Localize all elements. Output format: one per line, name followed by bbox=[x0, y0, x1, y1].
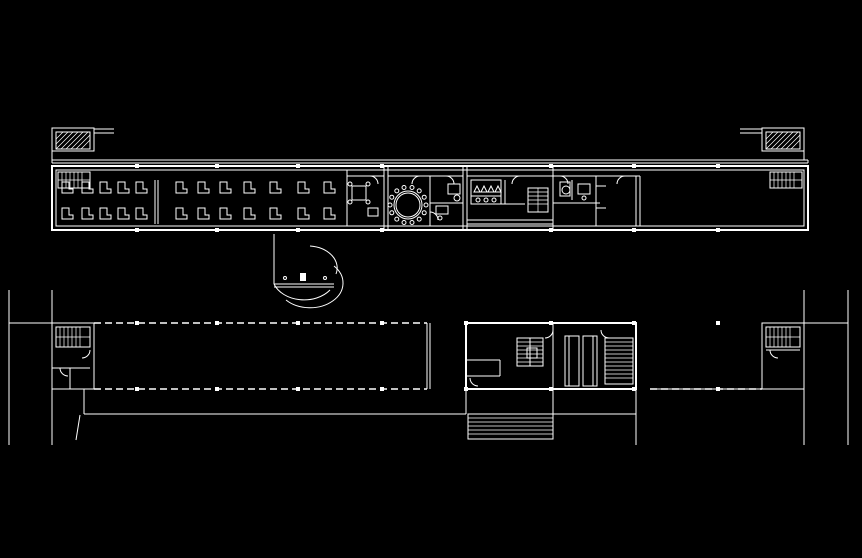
ground-core-left bbox=[51, 322, 95, 390]
ground-hall-outline bbox=[93, 322, 763, 390]
workstation-desk bbox=[81, 207, 94, 220]
conference-table bbox=[393, 190, 423, 220]
rooftop-unit-right-hatch bbox=[765, 131, 801, 150]
workstation-desk bbox=[117, 207, 130, 220]
detail-callout bbox=[273, 234, 344, 309]
workstation-desk bbox=[219, 181, 232, 194]
workstation-desk bbox=[61, 181, 74, 194]
restroom-fixtures bbox=[470, 179, 525, 205]
workstation-desk bbox=[175, 207, 188, 220]
conference-chair bbox=[423, 202, 429, 208]
conference-chair bbox=[394, 216, 400, 222]
office-desk-east bbox=[435, 183, 461, 221]
conference-chair bbox=[421, 194, 427, 200]
upper-stair-left bbox=[57, 171, 91, 189]
rooftop-unit-left bbox=[51, 127, 114, 160]
upper-stair-center bbox=[527, 187, 549, 213]
conference-chair bbox=[416, 188, 422, 194]
ground-elevator-shafts bbox=[564, 335, 598, 387]
conference-chair bbox=[389, 210, 395, 216]
workstation-desk bbox=[117, 181, 130, 194]
workstation-desk bbox=[99, 207, 112, 220]
workstation-desk bbox=[269, 181, 282, 194]
ground-central-block bbox=[465, 322, 637, 390]
rooftop-unit-left-hatch bbox=[55, 131, 91, 150]
site-boundary bbox=[8, 290, 849, 445]
conference-chair bbox=[409, 220, 415, 225]
workstation-desk bbox=[297, 181, 310, 194]
workstation-desk bbox=[243, 181, 256, 194]
conference-chair bbox=[401, 220, 407, 225]
workstation-desk bbox=[175, 181, 188, 194]
upper-columns bbox=[135, 164, 720, 232]
open-office-workstations bbox=[61, 181, 336, 220]
ground-podium bbox=[75, 388, 804, 445]
ground-core-right bbox=[761, 322, 805, 390]
meeting-room-table bbox=[347, 181, 379, 217]
conference-chairs bbox=[387, 185, 429, 225]
workstation-desk bbox=[99, 181, 112, 194]
ground-stair-east bbox=[604, 337, 634, 385]
workstation-desk bbox=[197, 207, 210, 220]
upper-stair-right bbox=[769, 171, 803, 189]
office-east-furniture bbox=[559, 176, 641, 226]
ground-door-swings bbox=[469, 329, 610, 387]
conference-chair bbox=[389, 194, 395, 200]
workstation-desk bbox=[323, 207, 336, 220]
workstation-desk bbox=[61, 207, 74, 220]
ground-floor-plan bbox=[8, 290, 849, 445]
conference-chair bbox=[401, 185, 407, 190]
workstation-desk bbox=[135, 207, 148, 220]
rooftop-unit-right bbox=[740, 127, 805, 160]
conference-chair bbox=[421, 210, 427, 216]
conference-chair bbox=[416, 216, 422, 222]
upper-floor-plan bbox=[51, 127, 809, 232]
upper-door-swings bbox=[369, 175, 626, 221]
conference-chair bbox=[394, 188, 400, 194]
entrance-steps bbox=[465, 389, 554, 440]
conference-chair bbox=[387, 202, 393, 208]
workstation-desk bbox=[135, 181, 148, 194]
workstation-desk bbox=[269, 207, 282, 220]
conference-chair bbox=[409, 185, 415, 190]
workstation-desk bbox=[323, 181, 336, 194]
ground-stair-central bbox=[516, 337, 544, 367]
workstation-desk bbox=[219, 207, 232, 220]
roof-line bbox=[51, 159, 809, 164]
upper-interior-partitions bbox=[154, 166, 640, 230]
workstation-desk bbox=[197, 181, 210, 194]
workstation-desk bbox=[81, 181, 94, 194]
workstation-desk bbox=[243, 207, 256, 220]
workstation-desk bbox=[297, 207, 310, 220]
